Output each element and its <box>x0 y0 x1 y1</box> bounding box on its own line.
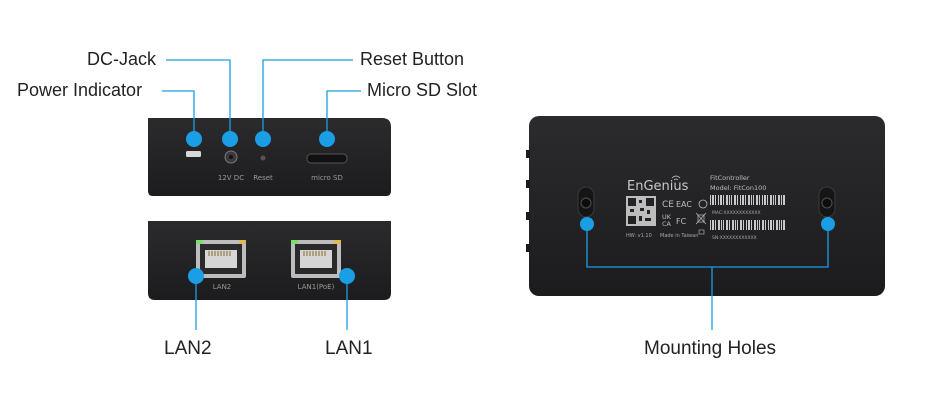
model-text: Model: FitCon100 <box>710 184 766 192</box>
battery-mark <box>698 229 705 235</box>
cert-fc: FC <box>676 217 687 226</box>
callout-lines <box>162 59 829 330</box>
dc-port-text: 12V DC <box>218 174 244 182</box>
microsd-slot <box>306 153 348 164</box>
mounting-hole-left <box>577 186 595 218</box>
lan1-port <box>291 240 341 278</box>
dot-mount-left <box>580 217 594 231</box>
cert-eac: EAC <box>676 200 692 209</box>
rear-panel: LAN2 LAN1(PoE) <box>148 221 391 300</box>
weee-bin-icon <box>695 212 707 225</box>
lan2-port <box>196 240 246 278</box>
qr-code <box>626 196 656 226</box>
dot-power-indicator <box>186 131 202 147</box>
mounting-hole-right <box>818 186 836 218</box>
dot-dc-jack <box>222 131 238 147</box>
label-dc-jack: DC-Jack <box>87 49 157 69</box>
dot-mount-right <box>821 217 835 231</box>
made-in-text: Made in Taiwan <box>660 233 698 239</box>
label-micro-sd-slot: Micro SD Slot <box>367 80 478 100</box>
microsd-port-text: micro SD <box>311 174 343 182</box>
reset-pinhole <box>260 155 266 161</box>
label-lan2: LAN2 <box>164 338 212 359</box>
cert-ukca-2: CA <box>662 220 672 228</box>
label-mounting-holes: Mounting Holes <box>644 338 777 359</box>
lan1-port-text: LAN1(PoE) <box>298 283 335 291</box>
mac-text: MAC:XXXXXXXXXXXX <box>712 210 761 216</box>
dot-lan1 <box>339 268 355 284</box>
hw-text: HW: v1.10 <box>626 233 652 239</box>
reset-port-text: Reset <box>253 174 273 182</box>
dot-reset <box>255 131 271 147</box>
callout-dots <box>186 131 835 284</box>
label-reset-button: Reset Button <box>360 49 465 69</box>
label-power-indicator: Power Indicator <box>17 80 143 100</box>
cert-ukca-1: UK <box>662 213 672 221</box>
dot-microsd <box>319 131 335 147</box>
barcode-sn <box>710 220 785 230</box>
front-panel: 12V DC Reset micro SD <box>148 118 391 196</box>
barcode-mac <box>710 195 785 205</box>
label-lan1: LAN1 <box>325 338 373 359</box>
brand-text: EnGenius <box>627 179 689 194</box>
sn-text: SN:XXXXXXXXXXXX <box>712 235 757 241</box>
product-text: FitController <box>710 174 750 182</box>
cert-round-icon <box>698 199 708 209</box>
dot-lan2 <box>188 268 204 284</box>
bottom-view: EnGenius FitController Model: FitCon100 … <box>526 116 885 296</box>
power-led <box>186 151 201 157</box>
lan2-port-text: LAN2 <box>213 283 232 291</box>
cert-ce: CE <box>662 200 674 210</box>
wifi-icon <box>671 175 681 181</box>
